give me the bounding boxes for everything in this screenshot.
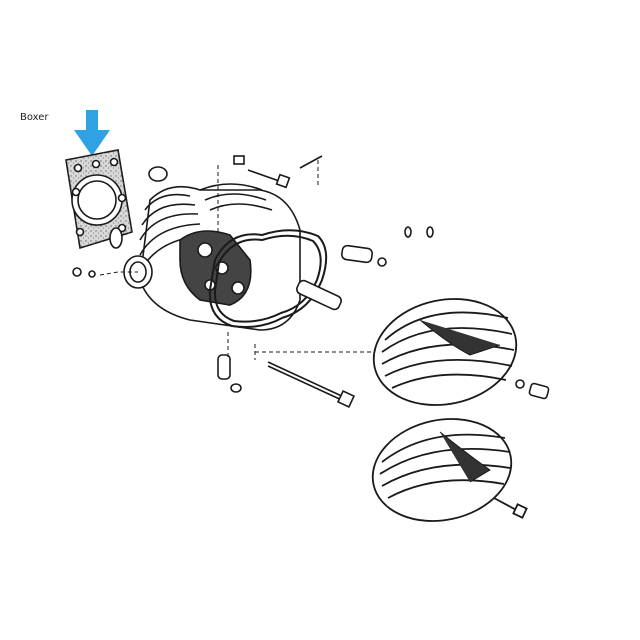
down-arrow-icon (74, 110, 110, 156)
head-stud[interactable] (233, 155, 356, 409)
cylinder-head-gasket[interactable] (65, 149, 133, 250)
diagram-caption: Boxer (20, 112, 49, 123)
valve-cover-lower[interactable] (363, 407, 528, 534)
cylinder-head[interactable] (123, 183, 301, 331)
valve-cover-gasket[interactable] (208, 229, 328, 328)
spark-plug-tube[interactable] (217, 226, 550, 400)
leader-lines (99, 160, 461, 360)
valve-cover-upper[interactable] (364, 286, 526, 418)
seal-ring[interactable] (72, 166, 168, 278)
